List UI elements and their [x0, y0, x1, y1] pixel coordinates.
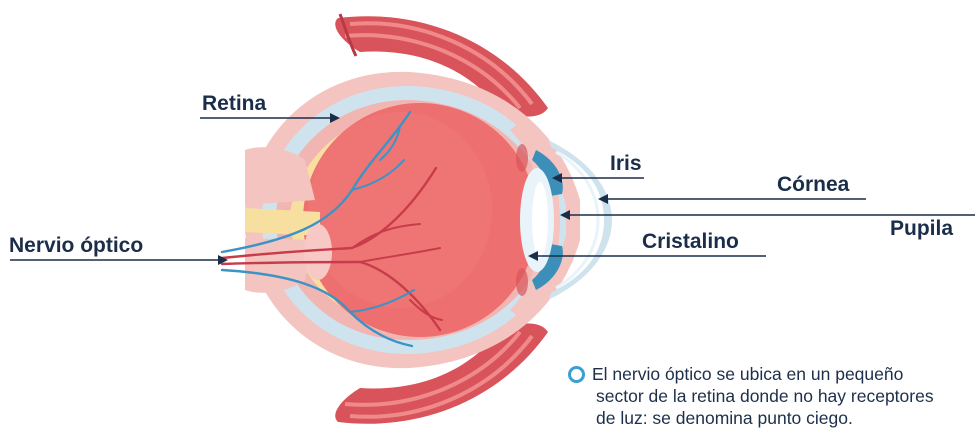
- note-line-1: El nervio óptico se ubica en un pequeño: [568, 363, 975, 385]
- blind-spot-note: El nervio óptico se ubica en un pequeño …: [568, 363, 975, 429]
- label-cornea: Córnea: [777, 174, 849, 195]
- label-optic-nerve: Nervio óptico: [9, 235, 143, 256]
- label-pupil: Pupila: [890, 218, 953, 239]
- label-iris: Iris: [610, 153, 642, 174]
- optic-disc: [304, 224, 332, 280]
- bullet-circle-icon: [568, 366, 585, 383]
- note-line-2: sector de la retina donde no hay recepto…: [568, 385, 975, 407]
- note-line-3: de luz: se denomina punto ciego.: [568, 407, 975, 429]
- label-retina: Retina: [202, 93, 266, 114]
- label-lens: Cristalino: [642, 231, 739, 252]
